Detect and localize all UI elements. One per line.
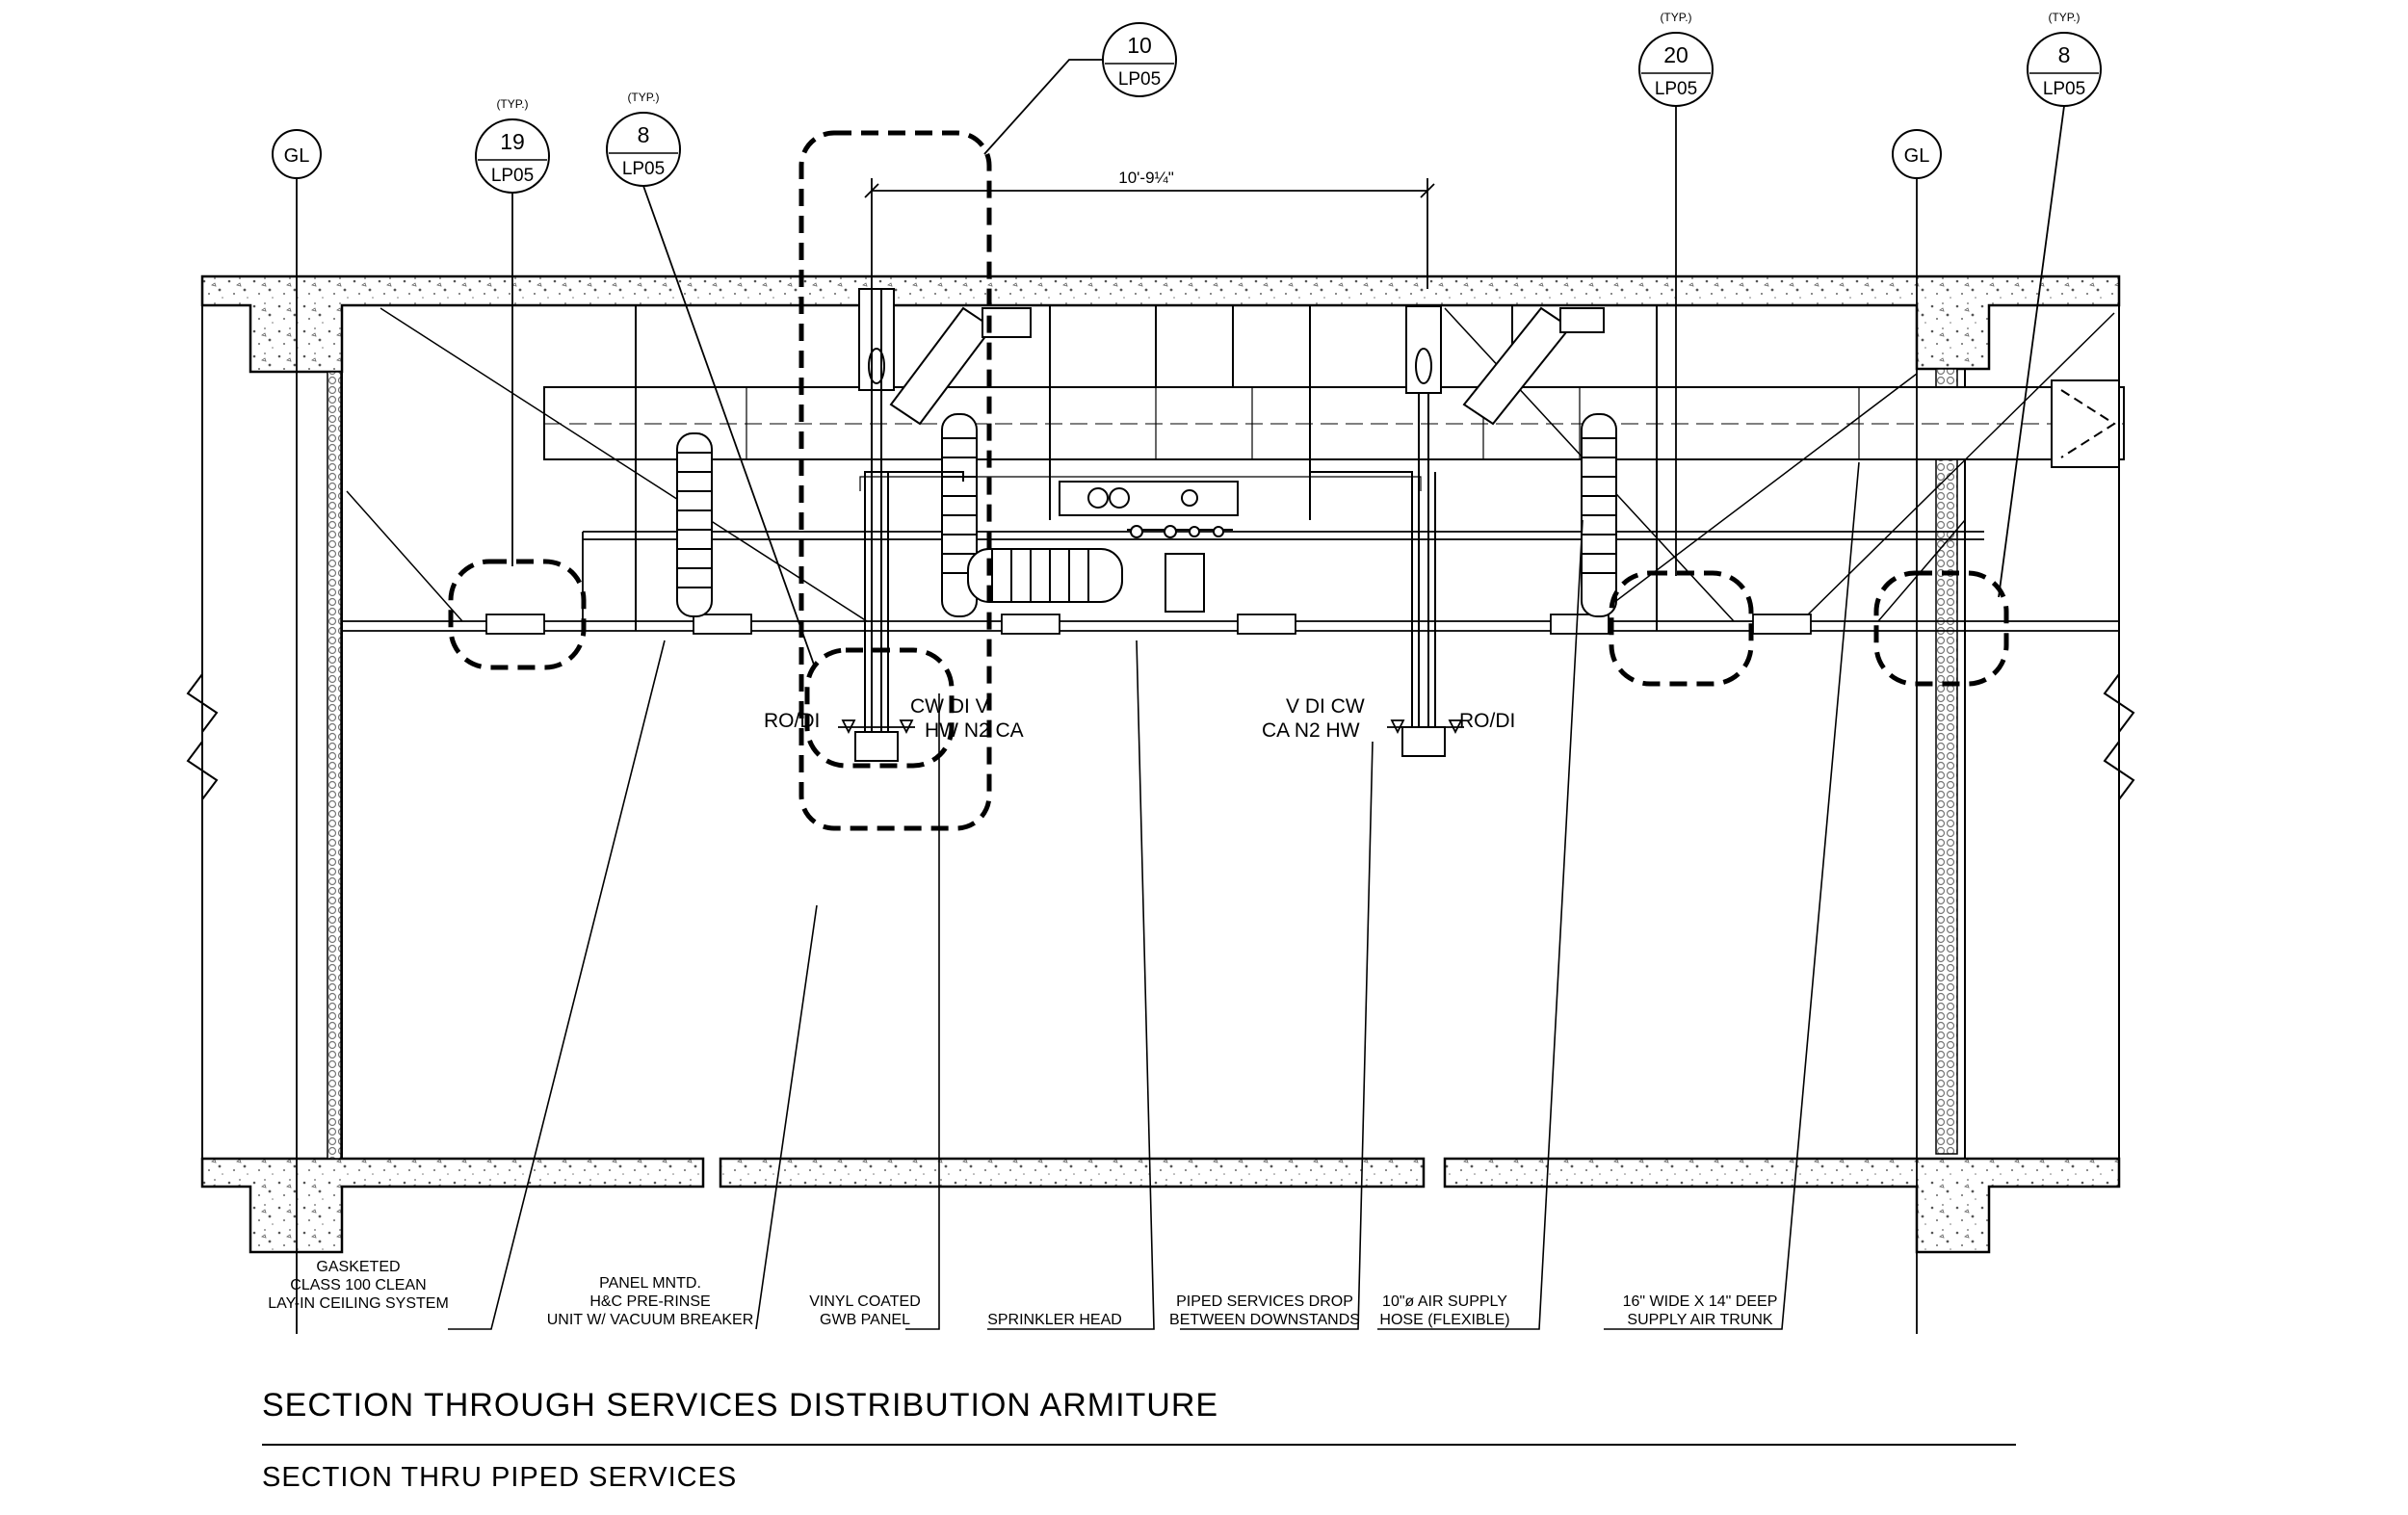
tag-number: 19 [500,129,525,154]
svg-text:VINYL COATED: VINYL COATED [809,1293,921,1310]
drawing-title: SECTION THROUGH SERVICES DISTRIBUTION AR… [262,1387,1218,1424]
note-hose: 10"ø AIR SUPPLY HOSE (FLEXIBLE) [1379,1293,1509,1328]
detail-tag-20[interactable]: (TYP.) 20 LP05 [1638,11,1714,576]
tag-number: 10 [1127,33,1152,58]
tag-sheet: LP05 [1655,79,1697,99]
svg-text:PANEL MNTD.: PANEL MNTD. [599,1275,701,1292]
grid-line-right: GL [1892,129,1942,1334]
detail-tag-19[interactable]: (TYP.) 19 LP05 [475,97,550,566]
detail-tag-8-left[interactable]: (TYP.) 8 LP05 [606,91,815,666]
pipe-rail [342,531,2119,632]
note-leaders [448,461,1860,1330]
detail-tag-8-right[interactable]: (TYP.) 8 LP05 [1998,11,2102,598]
tag-sheet: LP05 [1118,69,1161,90]
floor-slab-right [1443,1157,2121,1254]
wall-panel-right [1935,368,1958,1155]
service-label-top: CW DI V [910,695,989,718]
services-left: RO/DI CW DI V HW N2 CA [764,695,1024,742]
service-label-bottom: HW N2 CA [925,719,1024,742]
svg-text:GWB PANEL: GWB PANEL [820,1312,910,1328]
note-rinse: PANEL MNTD. H&C PRE-RINSE UNIT W/ VACUUM… [547,1275,754,1328]
break-lines [186,673,2135,800]
typ-label: (TYP.) [2048,11,2080,24]
services-right: RO/DI V DI CW CA N2 HW [1262,695,1515,742]
svg-text:H&C PRE-RINSE: H&C PRE-RINSE [589,1293,710,1310]
svg-text:UNIT W/ VACUUM BREAKER: UNIT W/ VACUUM BREAKER [547,1312,754,1328]
note-ceiling: GASKETED CLASS 100 CLEAN LAY-IN CEILING … [268,1259,449,1312]
note-drop: PIPED SERVICES DROP BETWEEN DOWNSTANDS [1169,1293,1360,1328]
typ-label: (TYP.) [1660,11,1691,24]
tag-number: 8 [638,122,650,147]
outlet-valves [838,719,1464,735]
detail-outlines [448,130,2009,831]
floor-slab-mid [719,1157,1426,1188]
tag-sheet: LP05 [622,159,665,179]
typ-label: (TYP.) [627,91,659,104]
floor-slab-left [200,1157,705,1254]
service-label-rodi: RO/DI [1459,710,1515,732]
tag-number: 20 [1663,42,1688,67]
grid-tag-right: GL [1904,145,1930,167]
hangers [635,305,1658,631]
service-label-bottom: CA N2 HW [1262,719,1360,742]
ceiling-slab [200,274,2121,374]
flex-hoses [676,413,1617,617]
svg-text:LAY-IN CEILING SYSTEM: LAY-IN CEILING SYSTEM [268,1295,449,1312]
svg-text:SUPPLY AIR TRUNK: SUPPLY AIR TRUNK [1627,1312,1772,1328]
typ-label: (TYP.) [496,97,528,111]
svg-text:BETWEEN DOWNSTANDS: BETWEEN DOWNSTANDS [1169,1312,1360,1328]
service-label-rodi: RO/DI [764,710,820,732]
note-gwb: VINYL COATED GWB PANEL [809,1293,921,1328]
dimension-text: 10'-9¼" [1118,169,1173,187]
supply-air-trunk [543,379,2125,468]
tag-sheet: LP05 [491,166,534,186]
note-sprinkler: SPRINKLER HEAD [987,1312,1122,1328]
svg-text:PIPED SERVICES DROP: PIPED SERVICES DROP [1176,1293,1353,1310]
detail-tag-10[interactable]: 10 LP05 [983,22,1177,155]
note-trunk: 16" WIDE X 14" DEEP SUPPLY AIR TRUNK [1623,1293,1778,1328]
svg-text:HOSE (FLEXIBLE): HOSE (FLEXIBLE) [1379,1312,1509,1328]
grid-tag-left: GL [284,145,310,167]
svg-text:GASKETED: GASKETED [316,1259,400,1275]
tag-sheet: LP05 [2043,79,2085,99]
grid-line-left: GL [272,129,322,1334]
service-drops [854,288,1446,762]
dimension-line [864,178,1435,289]
svg-text:CLASS 100 CLEAN: CLASS 100 CLEAN [290,1277,426,1293]
light-fixtures [485,614,1812,635]
svg-text:SPRINKLER HEAD: SPRINKLER HEAD [987,1312,1122,1328]
tag-number: 8 [2058,42,2071,67]
drawing-subtitle: SECTION THRU PIPED SERVICES [262,1462,737,1493]
service-label-top: V DI CW [1286,695,1365,718]
valve-assembly [1059,481,1239,613]
wall-panel-left [327,371,342,1160]
svg-text:16" WIDE X 14" DEEP: 16" WIDE X 14" DEEP [1623,1293,1778,1310]
svg-text:10"ø AIR SUPPLY: 10"ø AIR SUPPLY [1382,1293,1507,1310]
